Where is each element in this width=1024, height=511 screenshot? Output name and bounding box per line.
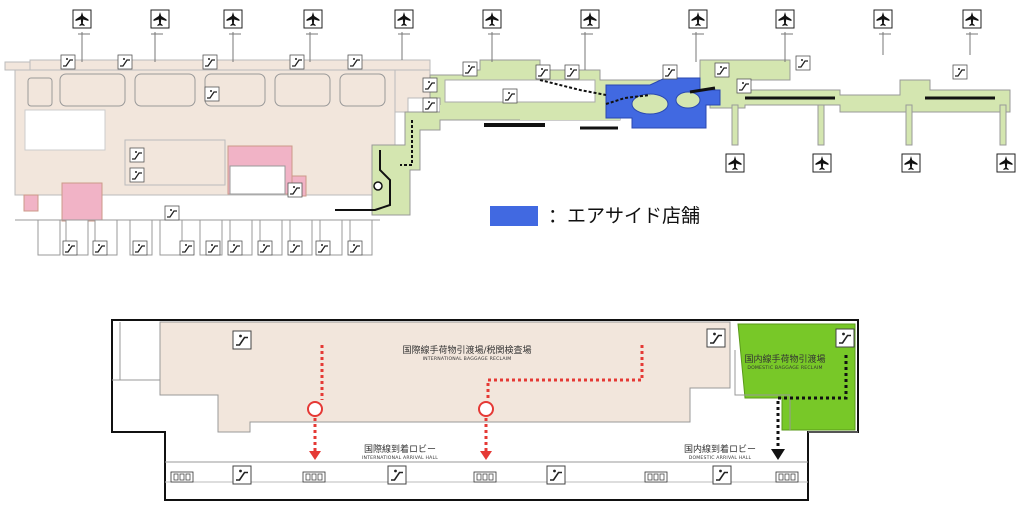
dom-arrival-label-jp: 国内線到着ロビー <box>683 445 756 455</box>
airplane-icon <box>303 9 323 29</box>
airside-shop-legend-label: ：エアサイド店舗 <box>548 205 701 227</box>
intl-route-point-2 <box>478 401 494 417</box>
airplane-icon <box>901 153 921 173</box>
airplane-icon <box>725 153 745 173</box>
intl-arrival-label-en: INTERNATIONAL ARRIVAL HALL <box>361 456 439 461</box>
pink-area-small <box>23 194 39 212</box>
intl-reclaim-area <box>159 321 731 433</box>
dom-reclaim-label-en: DOMESTIC BAGGAGE RECLAIM <box>747 366 823 371</box>
escalator-icon <box>546 465 566 485</box>
intl-route-point-1 <box>307 401 323 417</box>
dom-arrival-label: 国内線到着ロビー DOMESTIC ARRIVAL HALL <box>670 446 770 462</box>
escalator-icon <box>835 328 855 348</box>
escalator-icon <box>347 240 363 256</box>
facility-icon <box>473 471 497 483</box>
escalator-icon <box>257 240 273 256</box>
escalator-icon <box>315 240 331 256</box>
escalator-icon <box>287 182 303 198</box>
airplane-icon <box>812 153 832 173</box>
route-point-marker <box>373 181 383 191</box>
airplane-icon <box>996 153 1016 173</box>
escalator-icon <box>60 54 76 70</box>
escalator-icon <box>714 62 730 78</box>
intl-arrival-label-jp: 国際線到着ロビー <box>363 445 436 455</box>
facility-icon <box>302 471 326 483</box>
escalator-icon <box>422 97 438 113</box>
pink-area-left <box>61 182 103 222</box>
escalator-icon <box>535 64 551 80</box>
inner-white <box>444 79 596 103</box>
airplane-icon <box>688 9 708 29</box>
escalator-icon <box>712 465 732 485</box>
intl-arrival-label: 国際線到着ロビー INTERNATIONAL ARRIVAL HALL <box>350 446 450 462</box>
escalator-icon <box>204 86 220 102</box>
escalator-icon <box>462 61 478 77</box>
arrival-floor-map <box>111 319 859 501</box>
route-arrows <box>335 79 995 211</box>
airplane-icon <box>394 9 414 29</box>
facility-icon <box>170 471 194 483</box>
departure-floor-map <box>4 32 1011 256</box>
escalator-icon <box>164 205 180 221</box>
east-gate-stems <box>731 104 1007 146</box>
intl-route <box>313 345 644 455</box>
escalator-icon <box>62 240 78 256</box>
domestic-route-arrow <box>771 449 785 460</box>
dom-reclaim-label: 国内線手荷物引渡場 DOMESTIC BAGGAGE RECLAIM <box>730 356 840 372</box>
escalator-icon <box>132 240 148 256</box>
beige-block-2 <box>229 165 286 195</box>
facility-icon <box>775 471 799 483</box>
airplane-icon <box>962 9 982 29</box>
intl-reclaim-label-jp: 国際線手荷物引渡場/税関検査場 <box>402 346 532 356</box>
escalator-icon <box>387 465 407 485</box>
escalator-icon <box>179 240 195 256</box>
inner-block <box>24 109 106 151</box>
escalator-icon <box>422 77 438 93</box>
domestic-reclaim-area <box>737 323 856 431</box>
top-gate-stems <box>78 32 978 70</box>
escalator-icon <box>205 240 221 256</box>
pier-pods <box>27 73 386 107</box>
gate-icons-top <box>72 9 982 29</box>
escalator-icon <box>706 328 726 348</box>
escalator-icon <box>564 64 580 80</box>
shop-island <box>631 93 669 115</box>
shop-island-2 <box>675 91 701 109</box>
airplane-icon <box>72 9 92 29</box>
upper-walkway <box>29 59 431 71</box>
airplane-icon <box>223 9 243 29</box>
dom-arrival-label-en: DOMESTIC ARRIVAL HALL <box>688 456 752 461</box>
dom-reclaim-label-jp: 国内線手荷物引渡場 <box>744 355 826 365</box>
intl-reclaim-label-en: INTERNATIONAL BAGGAGE RECLAIM <box>422 357 512 362</box>
airplane-icon <box>482 9 502 29</box>
escalator-icon <box>662 64 678 80</box>
escalator-icon <box>952 64 968 80</box>
escalator-icon <box>736 78 752 94</box>
gate-icons-east <box>725 153 1016 173</box>
escalator-icon <box>232 330 252 350</box>
airplane-icon <box>775 9 795 29</box>
inner-white-2 <box>440 105 600 117</box>
intl-reclaim-label: 国際線手荷物引渡場/税関検査場 INTERNATIONAL BAGGAGE RE… <box>372 347 562 363</box>
escalator-icon <box>92 240 108 256</box>
facility-icon <box>644 471 668 483</box>
escalator-icon <box>129 147 145 163</box>
escalator-icon <box>117 54 133 70</box>
escalator-icon <box>795 55 811 71</box>
domestic-route <box>776 355 848 452</box>
escalator-icon <box>287 240 303 256</box>
airside-shop-legend-swatch <box>490 206 538 226</box>
escalator-icon <box>232 465 252 485</box>
escalator-icon <box>347 54 363 70</box>
intl-route-arrows <box>309 451 492 460</box>
escalator-icon <box>289 54 305 70</box>
escalator-icon <box>202 54 218 70</box>
airplane-icon <box>580 9 600 29</box>
airplane-icon <box>873 9 893 29</box>
escalator-icon <box>227 240 243 256</box>
airplane-icon <box>150 9 170 29</box>
escalator-icon <box>502 88 518 104</box>
escalator-icon <box>129 167 145 183</box>
